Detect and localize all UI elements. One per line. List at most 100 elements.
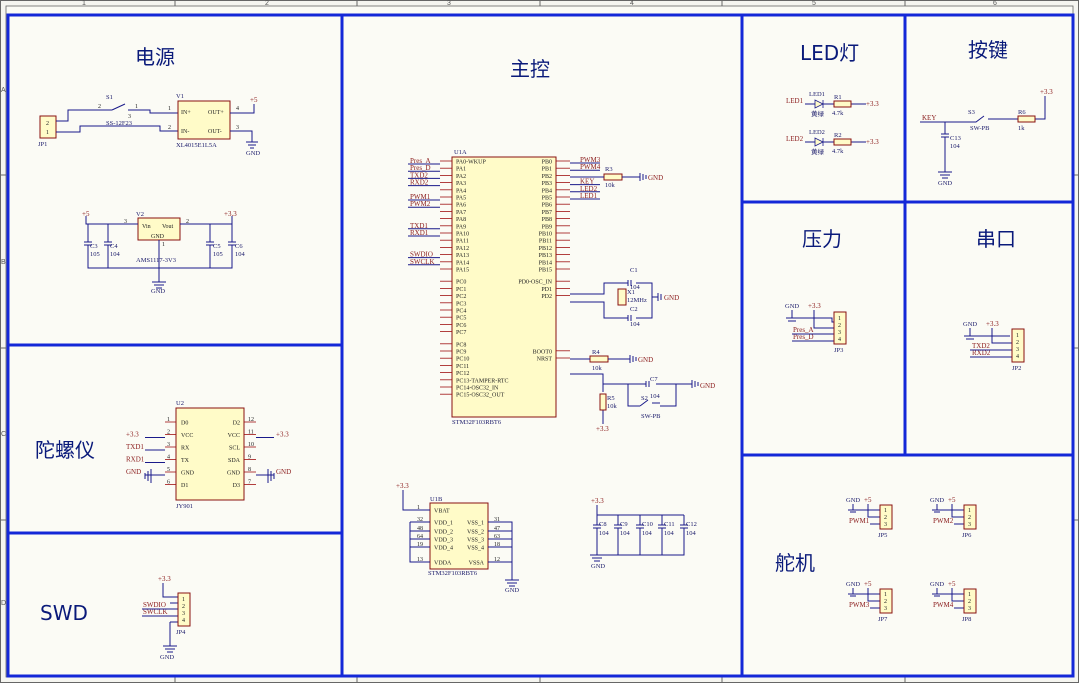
decoup-c11-ref: C11 [664, 521, 675, 528]
u1a-right-pin-16: PD0-OSC_IN [518, 280, 552, 286]
u1a-right-pin-15: PB15 [539, 268, 552, 274]
pressure-net-pres-d: Pres_D [793, 333, 814, 341]
gyro-right-pin-2: SCL [229, 446, 240, 452]
cap-c6-ref: C6 [235, 243, 243, 250]
u1a-left-net-2: TXD2 [410, 171, 428, 179]
u1b-gnd-label: GND [505, 587, 519, 594]
v1-pinnum-3: 3 [236, 125, 239, 131]
v2-pinnum-3: 3 [124, 219, 127, 225]
servo-section: GND+5PWM1123JP5GND+5PWM2123JP6GND+5PWM31… [846, 496, 977, 623]
decoup-c10-val: 104 [642, 530, 653, 537]
servo-1-pin-1: 2 [968, 515, 971, 521]
ruler-row-d: D [1, 600, 6, 607]
v1-pinnum-4: 4 [236, 106, 239, 112]
u1a-right-pin-17: PD1 [541, 287, 552, 293]
pressure-plus33-label: +3.3 [808, 302, 821, 310]
gyro-left-pin-1: VCC [181, 433, 193, 439]
u1a-ref: U1A [454, 149, 467, 156]
ruler-rows: A B C D [0, 87, 1079, 607]
x1-gnd-label: GND [664, 294, 679, 302]
x1-ref: X1 [627, 289, 635, 296]
gyro-right-num-4: 8 [248, 467, 251, 473]
cap-c5-val: 105 [213, 251, 223, 258]
u1a-left-net-9: TXD1 [410, 222, 428, 230]
gyro-left-num-1: 2 [167, 430, 170, 436]
servo-connector-1 [963, 504, 977, 530]
cap-c4-val: 104 [110, 251, 121, 258]
u1b-right-num-0: 31 [494, 517, 500, 523]
u1a-left-pin-4: PA4 [456, 188, 466, 194]
jp1-connector [39, 115, 57, 139]
u1a-left-pin-5: PA5 [456, 196, 466, 202]
jp2-pin-4: 4 [1016, 354, 1019, 360]
u1b-left-num-1: 32 [417, 517, 423, 523]
r4-ref: R4 [592, 349, 600, 356]
v2-gnd-label: GND [151, 288, 165, 295]
nrst-gnd-label: GND [700, 382, 715, 390]
decoup-c9-ref: C9 [620, 521, 628, 528]
u1a-left-pin-23: PC7 [456, 330, 466, 336]
cap-c4-ref: C4 [110, 243, 118, 250]
key-section: KEY S3 SW-PB R6 1k +3.3 C13 104 GND [920, 88, 1053, 187]
key-gnd-label: GND [938, 180, 952, 187]
u1a-left-pin-10: PA10 [456, 232, 469, 238]
u1a-left-pin-12: PA12 [456, 246, 469, 252]
servo-plus5-1: +5 [948, 496, 956, 504]
swd-section: +3.3 SWDIO SWCLK 1 2 3 4 JP4 GND [142, 575, 191, 661]
s2-part: SW-PB [641, 413, 661, 420]
u1b-right-pin-3: VSS_4 [467, 546, 484, 552]
gyro-left-pin-3: TX [181, 458, 190, 464]
v2-plus33-label: +3.3 [224, 210, 237, 218]
u1a-left-net-3: RXD2 [410, 179, 429, 187]
u1b-right-num-1: 47 [494, 526, 500, 532]
pressure-section: GND +3.3 Pres_A Pres_D 1 2 3 4 JP3 [785, 302, 847, 354]
v2-pinnum-1: 1 [162, 242, 165, 248]
u1a-left-pin-9: PA9 [456, 224, 466, 230]
led-resistor-0 [833, 100, 852, 108]
u1a-right-pin-14: PB14 [539, 260, 552, 266]
u1b-right-num-3: 18 [494, 542, 500, 548]
gyro-right-num-5: 7 [248, 480, 251, 486]
ruler-col-6: 6 [993, 0, 997, 7]
gyro-right-num-0: 12 [248, 417, 254, 423]
s3-ref: S3 [968, 109, 975, 116]
v2-plus5-label: +5 [82, 210, 90, 218]
ruler-row-a: A [1, 87, 6, 94]
gyro-left-num-5: 6 [167, 480, 170, 486]
gyro-left-pin-4: GND [181, 471, 195, 477]
u1a-right-pin-8: PB8 [542, 217, 552, 223]
svg-text:2: 2 [46, 121, 49, 127]
servo-gnd-2: GND [846, 581, 860, 588]
power-plus5-label: +5 [250, 96, 258, 104]
c7-val: 104 [650, 393, 661, 400]
servo-3-pin-2: 3 [968, 606, 971, 612]
cap-c6-val: 104 [235, 251, 246, 258]
led-plus33-1: +3.3 [866, 138, 879, 146]
gyro-right-pin-0: D2 [233, 421, 240, 427]
jp2-ref: JP2 [1012, 365, 1021, 372]
swd-gnd-label: GND [160, 654, 174, 661]
v2-part: AMS1117-3V3 [136, 257, 176, 264]
gyro-left-net-2: TXD1 [126, 443, 144, 451]
led-diode-0 [814, 99, 824, 109]
servo-gnd-1: GND [930, 497, 944, 504]
u1a-right-pin-5: PB5 [542, 196, 552, 202]
c7-ref: C7 [650, 376, 658, 383]
u1a-right-pin-0: PB0 [542, 160, 552, 166]
u1a-left-pin-31: PC15-OSC32_OUT [456, 393, 505, 399]
u1a-chip [451, 156, 557, 418]
led-res-val-0: 4.7k [832, 110, 844, 117]
jp2-pin-1: 1 [1016, 333, 1019, 339]
u1b-right-pin-2: VSS_3 [467, 538, 484, 544]
u1a-left-pin-18: PC2 [456, 294, 466, 300]
v2-pin-vout: Vout [162, 224, 174, 230]
serial-net-rxd2: RXD2 [972, 349, 991, 357]
servo-connector-3 [963, 588, 977, 614]
gyro-left-num-0: 1 [167, 417, 170, 423]
led-res-val-1: 4.7k [832, 148, 844, 155]
gyro-right-net-1: +3.3 [276, 431, 289, 439]
u1a-left-net-6: PWM2 [410, 200, 431, 208]
block-title-led: LED灯 [800, 41, 859, 65]
